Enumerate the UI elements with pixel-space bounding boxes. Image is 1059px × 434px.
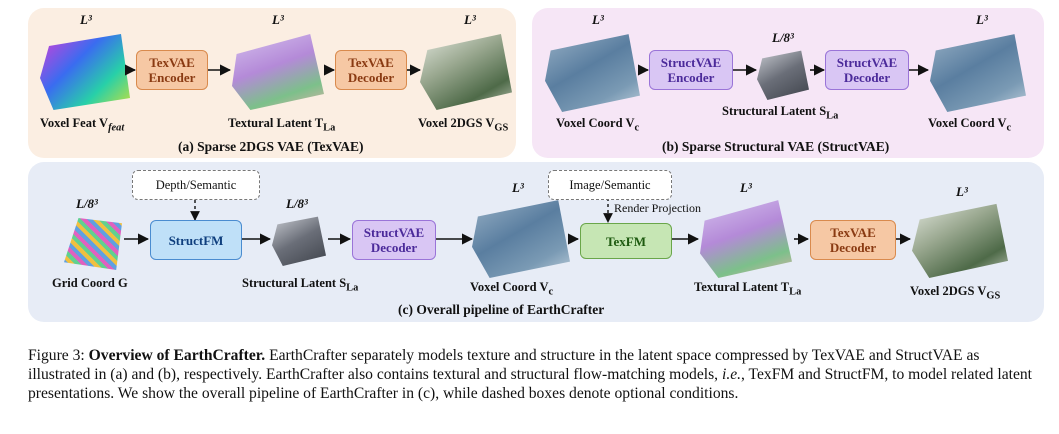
caption-text-2: , TexFM and StructFM, to model related l… — [28, 366, 1033, 402]
res-label-b2: L³ — [976, 12, 988, 27]
texvae-decoder-box-a: TexVAE Decoder — [335, 50, 407, 90]
depth-semantic-condition: Depth/Semantic — [132, 170, 260, 200]
caption-text-1: EarthCrafter separately models texture a… — [28, 347, 980, 383]
res-label-a2: L³ — [272, 12, 284, 27]
image-semantic-condition: Image/Semantic — [548, 170, 672, 200]
textural-latent-label-a: Textural Latent TLa — [228, 116, 336, 134]
voxel-feat-label: Voxel Feat Vfeat — [40, 116, 125, 134]
structvae-decoder-box-c: StructVAE Decoder — [352, 220, 436, 260]
res-label-a3: L³ — [464, 12, 476, 27]
res-label-c-struct: L/8³ — [286, 196, 308, 211]
res-label-c-voxel: L³ — [512, 180, 524, 195]
structural-latent-image-b — [757, 50, 809, 100]
panel-c-title: (c) Overall pipeline of EarthCrafter — [398, 302, 605, 317]
structural-latent-image-c — [272, 216, 326, 266]
structvae-encoder-box: StructVAE Encoder — [649, 50, 733, 90]
res-label-b1: L³ — [592, 12, 604, 27]
voxel-2dgs-label-a: Voxel 2DGS VGS — [418, 116, 509, 134]
textural-latent-label-c: Textural Latent TLa — [694, 280, 802, 298]
voxel-2dgs-label-c: Voxel 2DGS VGS — [910, 284, 1001, 302]
caption-italic: i.e. — [721, 366, 742, 383]
structural-latent-label-b: Structural Latent SLa — [722, 104, 839, 122]
texfm-box: TexFM — [580, 223, 672, 259]
texvae-encoder-box: TexVAE Encoder — [136, 50, 208, 90]
texvae-decoder-box-c: TexVAE Decoder — [810, 220, 896, 260]
structural-latent-label-c: Structural Latent SLa — [242, 276, 359, 294]
voxel-coord-label-b1: Voxel Coord Vc — [556, 116, 640, 134]
structfm-box: StructFM — [150, 220, 242, 260]
render-projection-label: Render Projection — [614, 201, 701, 215]
res-label-c-out: L³ — [956, 184, 968, 199]
voxel-coord-label-c: Voxel Coord Vc — [470, 280, 554, 298]
panel-b-title: (b) Sparse Structural VAE (StructVAE) — [662, 139, 890, 154]
voxel-coord-label-b2: Voxel Coord Vc — [928, 116, 1012, 134]
res-label-b-small: L/8³ — [772, 30, 794, 45]
grid-coord-label: Grid Coord G — [52, 276, 128, 290]
figure-caption: Figure 3: Overview of EarthCrafter. Eart… — [28, 346, 1044, 403]
structvae-decoder-box-b: StructVAE Decoder — [825, 50, 909, 90]
voxel-feat-image — [40, 34, 130, 110]
caption-bold: Overview of EarthCrafter. — [88, 347, 266, 364]
panel-a-title: (a) Sparse 2DGS VAE (TexVAE) — [178, 139, 364, 154]
caption-prefix: Figure 3: — [28, 347, 89, 364]
res-label-c-grid: L/8³ — [76, 196, 98, 211]
res-label-c-tex: L³ — [740, 180, 752, 195]
res-label-a1: L³ — [80, 12, 92, 27]
